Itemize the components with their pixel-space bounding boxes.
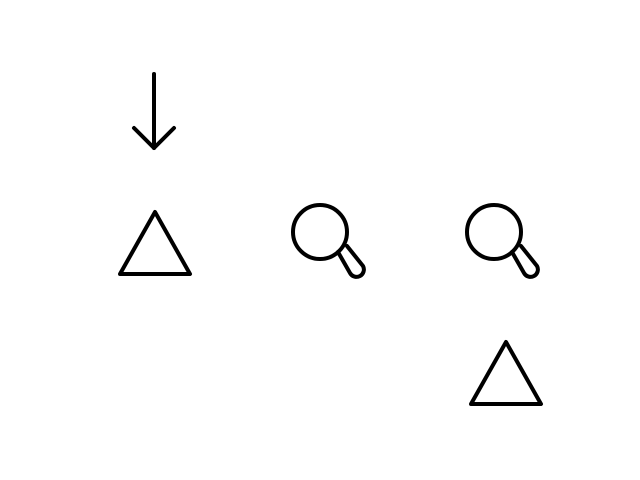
arrow-down-icon <box>128 68 180 156</box>
magnifier-icon <box>462 200 548 286</box>
triangle-icon <box>114 206 196 280</box>
magnifier-icon <box>288 200 374 286</box>
triangle-icon <box>465 336 547 410</box>
